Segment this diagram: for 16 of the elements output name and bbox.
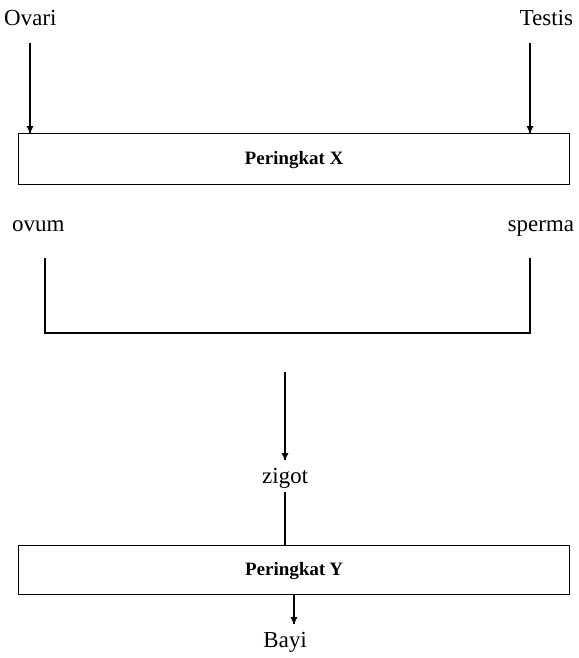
stage-title: Peringkat Y [245,560,343,580]
node-label: ovum [12,208,98,240]
arrow [526,43,534,133]
stage-title: Peringkat X [244,148,344,170]
node-label: sperma [484,208,574,240]
connector-line [44,258,531,334]
arrow [290,595,298,624]
arrow [26,43,34,133]
connector-line [284,492,286,545]
node-label: zigot [248,460,322,492]
arrow [282,372,288,460]
node-label: Testis [503,2,573,34]
node-label: Bayi [256,624,314,656]
stage-box [18,545,570,595]
node-label: Ovari [4,2,68,34]
stage-box [18,133,570,185]
